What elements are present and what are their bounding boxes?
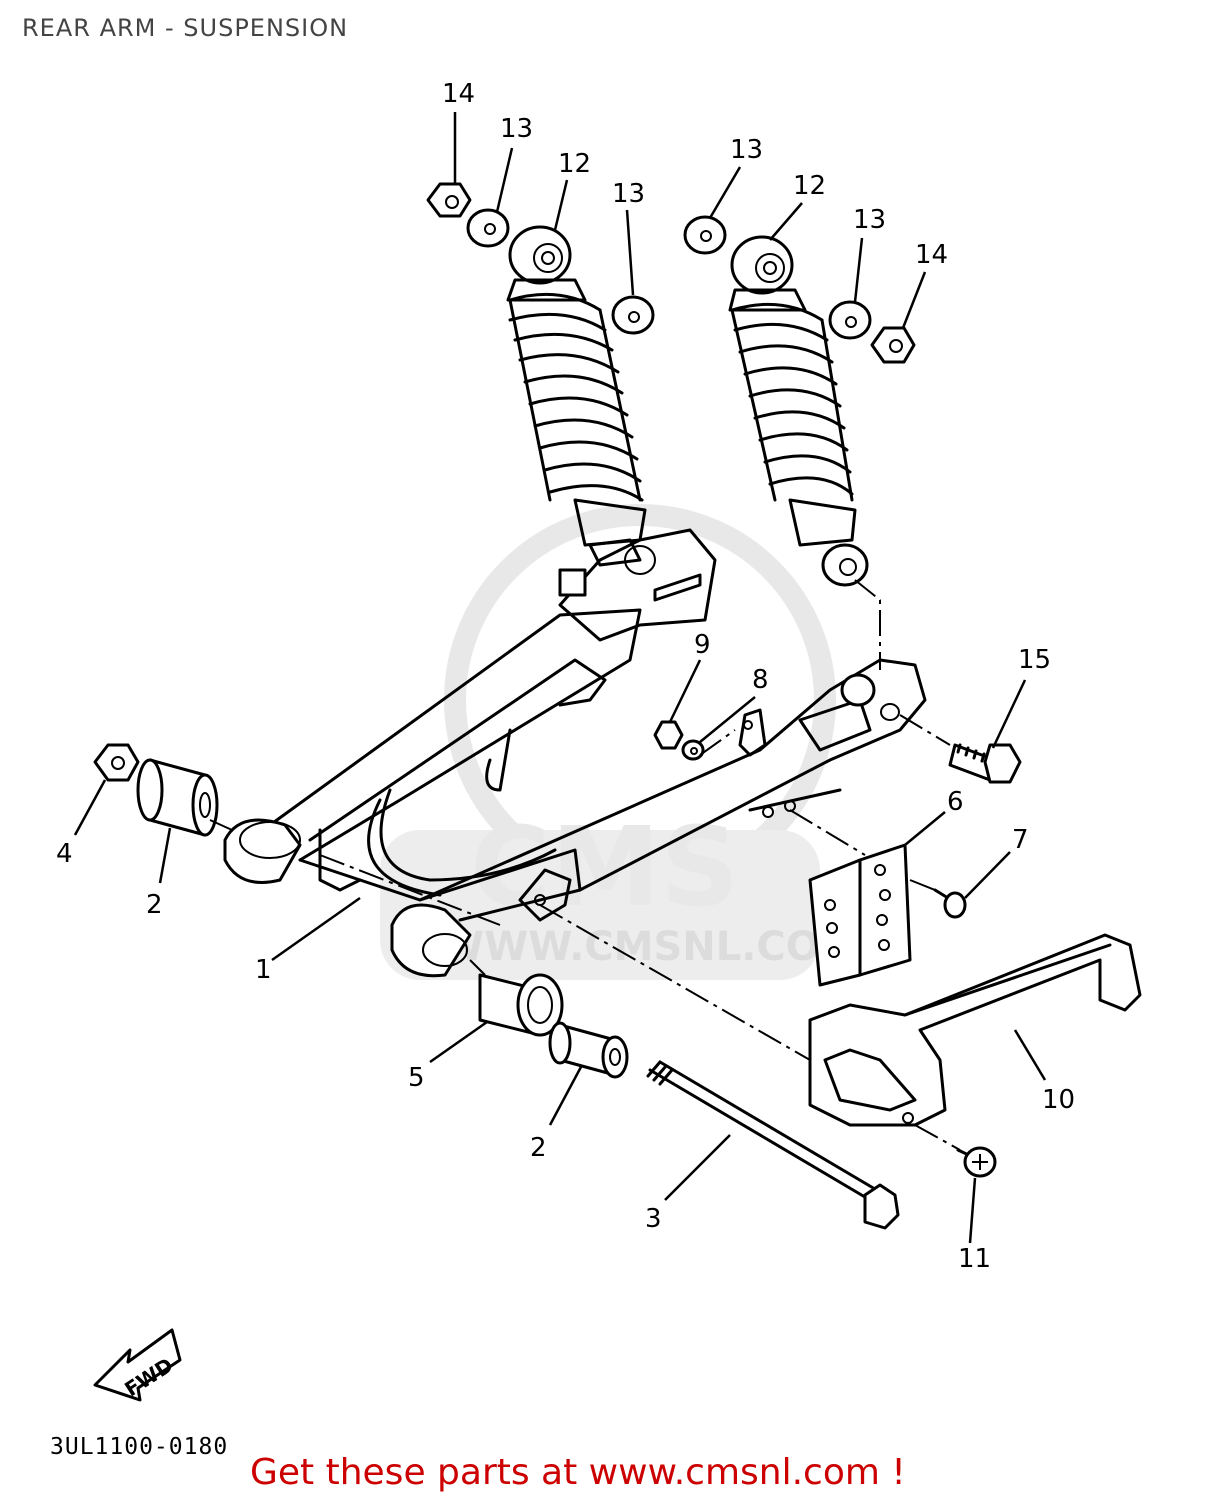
callout-13-a: 13 — [500, 114, 533, 144]
callout-12-right: 12 — [793, 171, 826, 201]
nut-9[interactable] — [653, 720, 684, 750]
washer-13-top-left-outer[interactable] — [466, 208, 510, 248]
right-shock-absorber[interactable] — [728, 235, 869, 587]
screw-11[interactable] — [956, 1146, 997, 1178]
watermark-brand: CMS — [470, 803, 739, 931]
watermark-url: WWW.CMSNL.COM — [440, 924, 860, 970]
washer-13-top-left-inner[interactable] — [611, 295, 655, 335]
callout-8: 8 — [752, 665, 769, 695]
callout-5: 5 — [408, 1063, 425, 1093]
callout-14-right: 14 — [915, 240, 948, 270]
bolt-15[interactable] — [948, 743, 1022, 784]
callout-4: 4 — [56, 839, 73, 869]
callout-12-left: 12 — [558, 149, 591, 179]
watermark: CMS WWW.CMSNL.COM — [380, 504, 860, 980]
pivot-shaft-3[interactable] — [646, 1060, 900, 1230]
callout-13-d: 13 — [853, 205, 886, 235]
callout-2-lower: 2 — [530, 1133, 547, 1163]
promo-link[interactable]: Get these parts at www.cmsnl.com ! — [250, 1452, 906, 1493]
callout-7: 7 — [1012, 825, 1029, 855]
callout-1: 1 — [255, 955, 272, 985]
bush-2-upper[interactable] — [136, 758, 219, 837]
callout-10: 10 — [1042, 1085, 1075, 1115]
assembly-lines — [209, 579, 961, 1151]
fwd-arrow: FWD — [93, 1328, 182, 1402]
callout-11: 11 — [958, 1244, 991, 1274]
rear-arm[interactable] — [223, 528, 927, 978]
callout-6: 6 — [947, 787, 964, 817]
nut-4[interactable] — [93, 743, 140, 782]
bush-2-lower[interactable] — [548, 1021, 629, 1079]
callout-2-upper: 2 — [146, 890, 163, 920]
collar-5[interactable] — [478, 973, 564, 1037]
washer-13-top-right-inner[interactable] — [828, 300, 872, 340]
page-title: REAR ARM - SUSPENSION — [22, 14, 349, 42]
drawing-code: 3UL1100-0180 — [50, 1434, 229, 1460]
washer-8[interactable] — [681, 739, 705, 761]
callout-15: 15 — [1018, 645, 1051, 675]
bracket-6[interactable] — [808, 843, 912, 987]
callout-13-b: 13 — [612, 179, 645, 209]
washer-13-top-right-outer[interactable] — [683, 215, 727, 255]
callout-13-c: 13 — [730, 135, 763, 165]
nut-14-left[interactable] — [426, 182, 472, 218]
callout-14-left: 14 — [442, 79, 475, 109]
callout-3: 3 — [645, 1204, 662, 1234]
callouts: 14 13 12 13 13 12 13 14 9 8 15 4 2 6 7 1… — [56, 79, 1075, 1274]
leader-lines — [73, 112, 1047, 1244]
callout-9: 9 — [694, 630, 711, 660]
left-shock-absorber[interactable] — [506, 225, 647, 567]
chain-case-10[interactable] — [808, 933, 1142, 1127]
nut-14-right[interactable] — [870, 326, 916, 364]
screw-7[interactable] — [933, 888, 967, 919]
